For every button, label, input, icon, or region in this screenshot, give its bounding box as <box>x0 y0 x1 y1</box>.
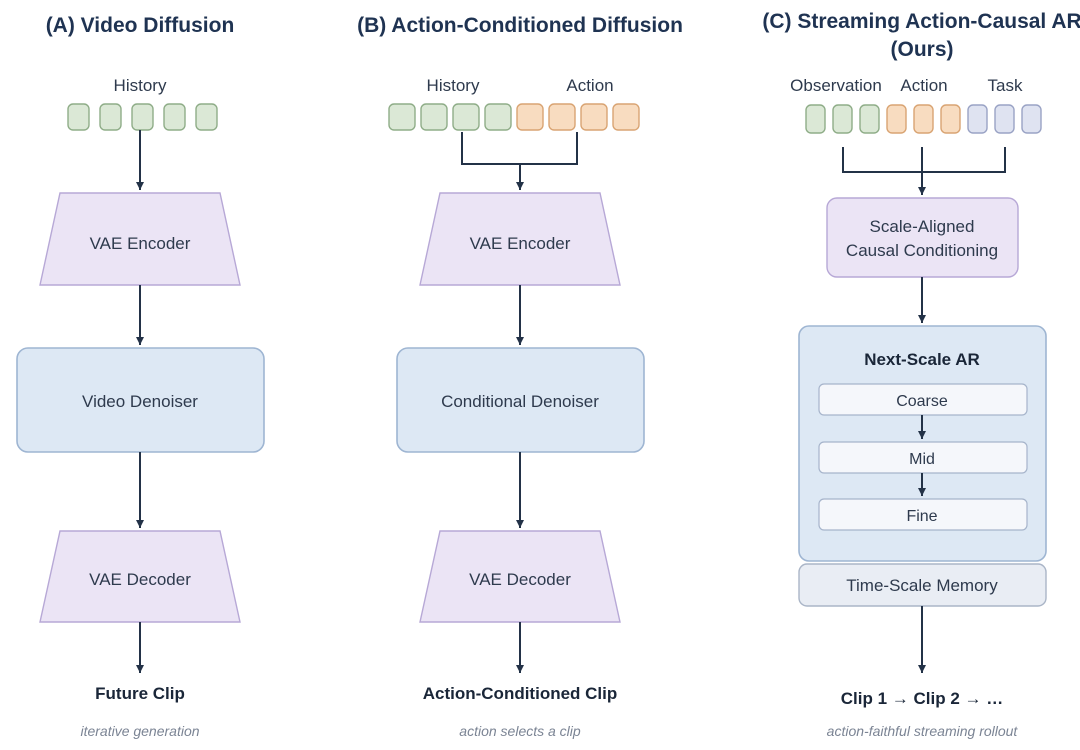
history-token <box>67 103 90 131</box>
action-token <box>516 103 544 131</box>
panel-a: (A) Video Diffusion History VAE Encoder … <box>16 14 265 739</box>
panel-a-history-label: History <box>114 76 167 95</box>
history-token <box>99 103 122 131</box>
panel-c-conditioning-line1: Scale-Aligned <box>870 217 975 236</box>
panel-a-denoiser-label: Video Denoiser <box>82 392 198 411</box>
action-token <box>940 104 961 134</box>
task-token <box>967 104 988 134</box>
panel-c-output: Clip 1 → Clip 2 → … <box>841 689 1003 708</box>
panel-a-caption: iterative generation <box>80 723 199 739</box>
panel-a-vae-decoder <box>39 530 241 623</box>
panel-b-title: (B) Action-Conditioned Diffusion <box>357 14 683 37</box>
panel-b-merge-bracket <box>461 132 578 165</box>
panel-b-denoiser-label: Conditional Denoiser <box>441 392 599 411</box>
panel-b-action-label: Action <box>566 76 613 95</box>
panel-a-output: Future Clip <box>95 684 185 703</box>
panel-c-ar-title: Next-Scale AR <box>864 350 980 369</box>
panel-b-vae-encoder <box>419 192 621 286</box>
panel-c-caption: action-faithful streaming rollout <box>827 723 1019 739</box>
history-token <box>388 103 416 131</box>
panel-a-encoder-label: VAE Encoder <box>90 234 191 253</box>
panel-c-tokens <box>805 104 1042 134</box>
task-token <box>1021 104 1042 134</box>
history-token <box>131 103 154 131</box>
panel-b-decoder-label: VAE Decoder <box>469 570 571 589</box>
panel-c-memory-label: Time-Scale Memory <box>846 576 998 595</box>
panel-a-decoder-label: VAE Decoder <box>89 570 191 589</box>
panel-c-observation-label: Observation <box>790 76 882 95</box>
observation-token <box>832 104 853 134</box>
scale-mid-label: Mid <box>909 451 935 468</box>
scale-coarse-label: Coarse <box>896 393 948 410</box>
history-token <box>163 103 186 131</box>
panel-c-merge-bracket <box>842 147 1006 173</box>
panel-a-vae-encoder <box>39 192 241 286</box>
panel-b: (B) Action-Conditioned Diffusion History… <box>357 14 683 739</box>
action-token <box>913 104 934 134</box>
history-token <box>484 103 512 131</box>
panel-c-action-label: Action <box>900 76 947 95</box>
panel-c-scale-aligned-conditioning <box>826 197 1019 278</box>
task-token <box>994 104 1015 134</box>
history-token <box>420 103 448 131</box>
panel-c-title-line2: (Ours) <box>891 38 954 61</box>
action-token <box>548 103 576 131</box>
action-token <box>886 104 907 134</box>
action-token <box>580 103 608 131</box>
action-token <box>612 103 640 131</box>
panel-b-caption: action selects a clip <box>459 723 581 739</box>
panel-c-task-label: Task <box>988 76 1023 95</box>
panel-b-history-label: History <box>427 76 480 95</box>
panel-c: (C) Streaming Action-Causal AR (Ours) Ob… <box>762 10 1080 739</box>
panel-b-encoder-label: VAE Encoder <box>470 234 571 253</box>
history-token <box>452 103 480 131</box>
scale-fine-label: Fine <box>906 508 937 525</box>
panel-a-title: (A) Video Diffusion <box>46 14 235 37</box>
panel-b-vae-decoder <box>419 530 621 623</box>
panel-b-output: Action-Conditioned Clip <box>423 684 618 703</box>
scale-fine <box>818 498 1028 531</box>
observation-token <box>805 104 826 134</box>
panel-b-tokens <box>388 103 640 131</box>
panel-c-conditioning-line2: Causal Conditioning <box>846 241 998 260</box>
panel-c-title-line1: (C) Streaming Action-Causal AR <box>762 10 1080 33</box>
observation-token <box>859 104 880 134</box>
panel-a-history-tokens <box>67 103 218 131</box>
history-token <box>195 103 218 131</box>
